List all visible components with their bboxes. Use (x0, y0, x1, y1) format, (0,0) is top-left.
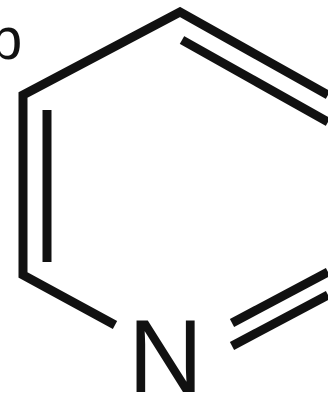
double-bond-top-right (179, 36, 328, 126)
double-bond-right-inner (229, 291, 328, 350)
ring-bond-left (18, 6, 328, 329)
ring-bond-right-outer (229, 268, 328, 327)
nitrogen-atom-label: N (128, 299, 204, 405)
panel-letter: b (0, 7, 23, 72)
